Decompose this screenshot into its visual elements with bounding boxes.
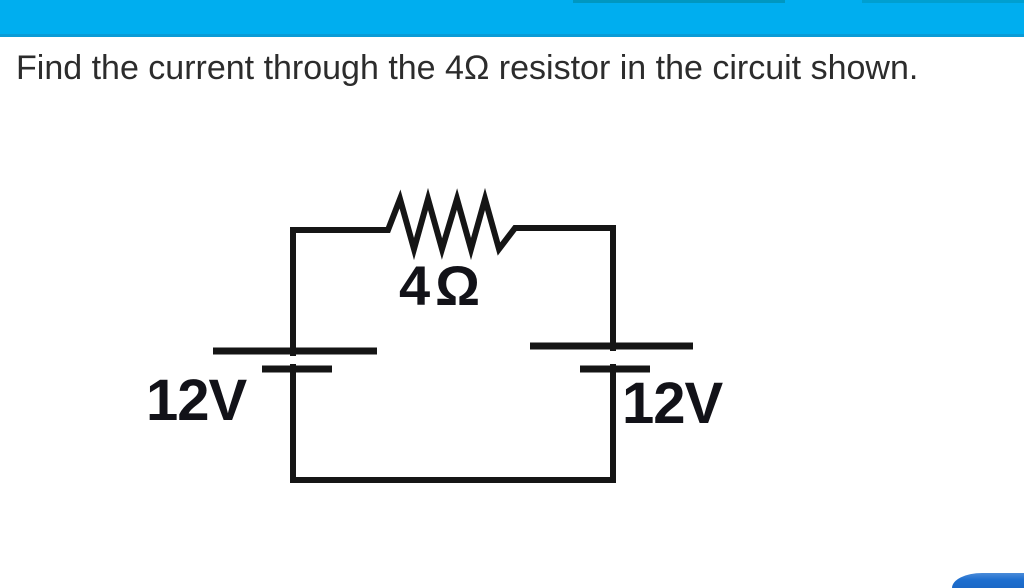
top-bar-edge bbox=[0, 34, 1024, 37]
top-bar bbox=[0, 0, 1024, 37]
resistor-value-label: 4Ω bbox=[399, 254, 486, 317]
question-text: Find the current through the 4Ω resistor… bbox=[16, 49, 919, 87]
top-bar-artifact bbox=[862, 0, 1024, 3]
circuit-wire-bottom bbox=[290, 364, 616, 483]
corner-button-fragment[interactable] bbox=[952, 573, 1024, 588]
top-bar-artifact bbox=[573, 0, 785, 3]
battery-right-voltage-label: 12V bbox=[622, 371, 723, 436]
circuit-wire-top-and-resistor-zigzag bbox=[290, 187, 616, 356]
battery-left-voltage-label: 12V bbox=[146, 368, 247, 433]
